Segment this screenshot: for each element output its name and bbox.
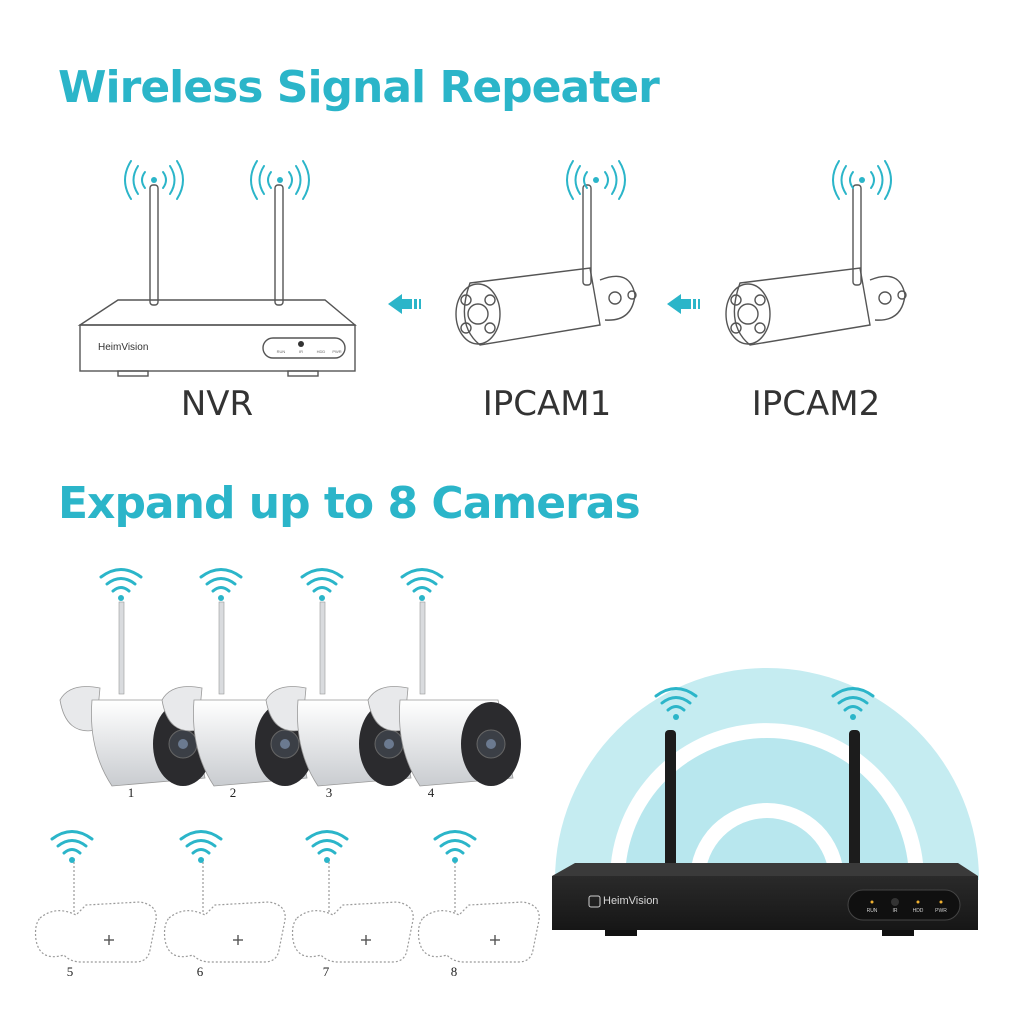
plus-icon bbox=[361, 935, 371, 945]
wifi-broadcast-icon bbox=[566, 160, 626, 200]
nvr-dark-brand-label: HeimVision bbox=[603, 895, 659, 907]
ipcam2-line-art bbox=[725, 184, 907, 346]
wifi-icon bbox=[199, 568, 243, 601]
nvr-indicator-pwr: PWR bbox=[332, 349, 342, 354]
wifi-broadcast-icon bbox=[832, 160, 892, 200]
nvr-front-face bbox=[79, 324, 356, 372]
wifi-icon bbox=[400, 568, 444, 601]
wifi-icon bbox=[50, 830, 94, 863]
nvr-indicator-run: RUN bbox=[276, 349, 286, 354]
wifi-icon bbox=[831, 687, 875, 720]
camera-number: 4 bbox=[427, 785, 435, 800]
nvr-antenna-right bbox=[274, 184, 284, 306]
camera-slot-8 bbox=[417, 858, 540, 963]
wifi-icon bbox=[179, 830, 223, 863]
arrow-left-icon bbox=[388, 294, 421, 314]
nvr-antenna-left bbox=[149, 184, 159, 306]
camera-number: 3 bbox=[325, 785, 333, 800]
nvr-dark-antenna-left bbox=[665, 730, 676, 870]
wifi-broadcast-icon bbox=[124, 160, 184, 200]
wifi-broadcast-icon bbox=[250, 160, 310, 200]
camera-2 bbox=[161, 601, 315, 787]
section-title-repeater: Wireless Signal Repeater bbox=[58, 62, 660, 113]
camera-number: 7 bbox=[322, 964, 330, 979]
label-ipcam1: IPCAM1 bbox=[482, 384, 612, 424]
nvr-dark-indicator-pwr: PWR bbox=[935, 908, 947, 914]
wifi-icon bbox=[300, 568, 344, 601]
ipcam1-line-art bbox=[455, 184, 637, 346]
camera-number: 1 bbox=[127, 785, 135, 800]
nvr-indicator-panel bbox=[262, 337, 346, 359]
camera-4 bbox=[367, 601, 521, 787]
nvr-foot-left bbox=[117, 370, 149, 377]
arrow-left-icon bbox=[667, 294, 700, 314]
label-ipcam2: IPCAM2 bbox=[751, 384, 881, 424]
camera-slot-7 bbox=[291, 858, 414, 963]
camera-number: 6 bbox=[196, 964, 204, 979]
camera-number: 8 bbox=[450, 964, 458, 979]
plus-icon bbox=[233, 935, 243, 945]
nvr-dark-antenna-right bbox=[849, 730, 860, 870]
wifi-icon bbox=[433, 830, 477, 863]
nvr-top-face bbox=[77, 299, 357, 326]
plus-icon bbox=[104, 935, 114, 945]
section-title-expand: Expand up to 8 Cameras bbox=[58, 478, 641, 529]
nvr-foot-right bbox=[287, 370, 319, 377]
camera-number: 5 bbox=[66, 964, 74, 979]
nvr-brand-label: HeimVision bbox=[98, 342, 149, 353]
nvr-dark bbox=[552, 730, 978, 936]
nvr-indicator-ir: IR bbox=[299, 349, 303, 354]
wifi-icon bbox=[99, 568, 143, 601]
camera-slot-6 bbox=[163, 858, 286, 963]
nvr-line-art bbox=[77, 184, 357, 377]
wifi-icon bbox=[654, 687, 698, 720]
plus-icon bbox=[490, 935, 500, 945]
signal-glow bbox=[555, 668, 979, 880]
camera-number: 2 bbox=[229, 785, 237, 800]
nvr-dark-indicator-ir: IR bbox=[892, 908, 898, 914]
nvr-dark-indicator-run: RUN bbox=[866, 908, 878, 914]
nvr-indicator-hdd: HDD bbox=[316, 349, 326, 354]
nvr-dark-indicator-hdd: HDD bbox=[912, 908, 924, 914]
camera-slot-5 bbox=[34, 858, 157, 963]
label-nvr: NVR bbox=[180, 384, 254, 424]
wifi-icon bbox=[305, 830, 349, 863]
